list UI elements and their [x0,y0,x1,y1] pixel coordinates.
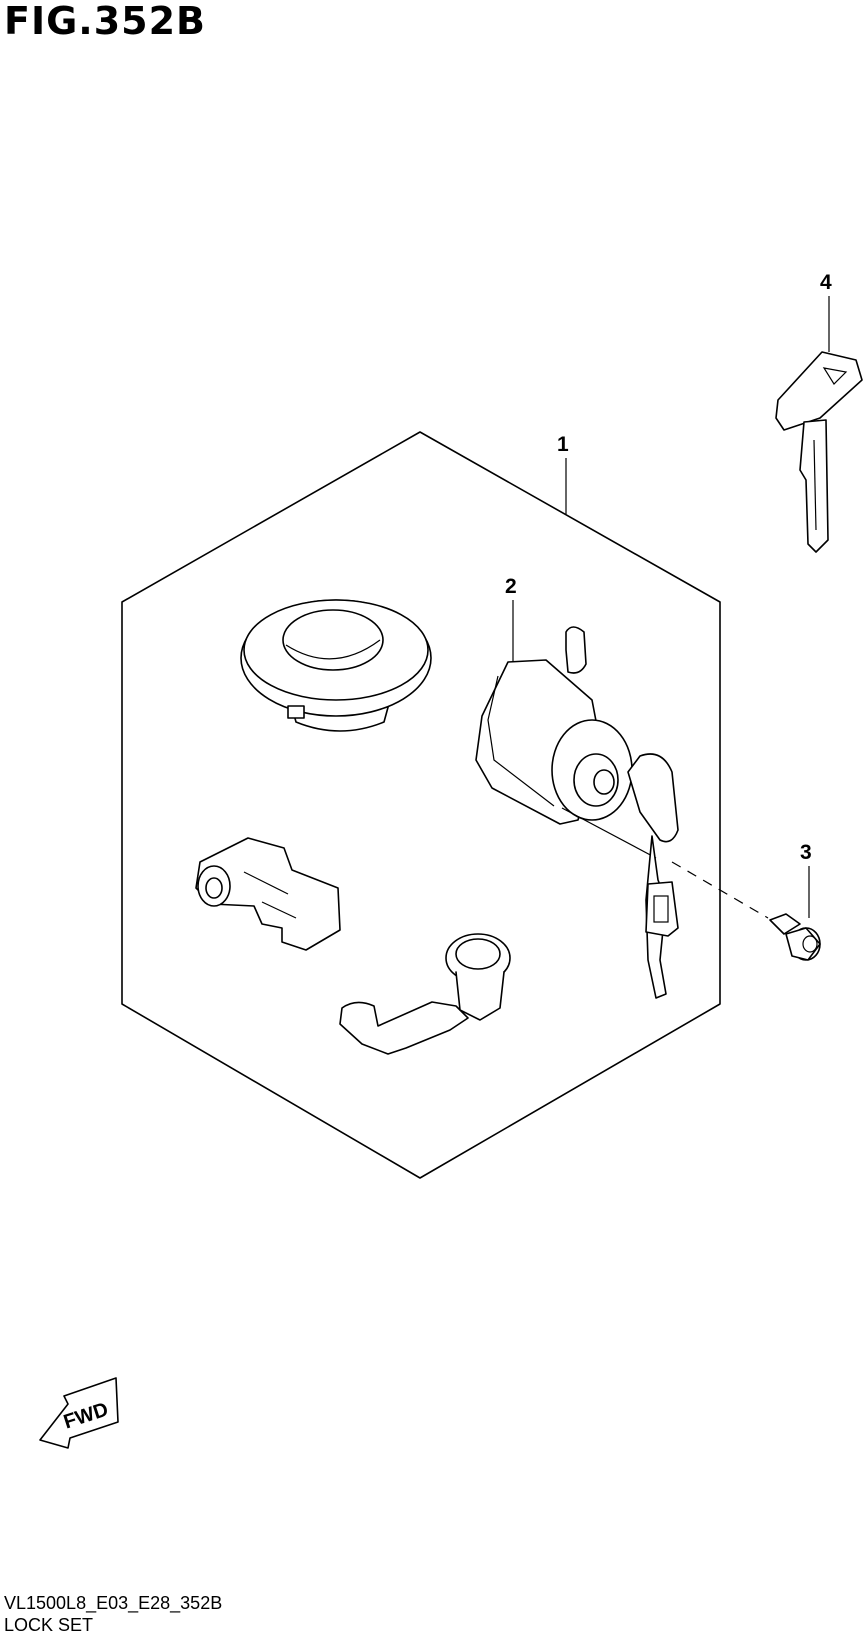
latch-part [195,837,341,951]
cap-part [240,599,432,732]
fwd-arrow: FWD [39,1377,119,1449]
footer-name: LOCK SET [4,1615,94,1635]
callout-1: 1 [557,433,569,456]
hook-lock-part [339,933,511,1055]
callout-2: 2 [505,575,517,598]
footer-code: VL1500L8_E03_E28_352B [4,1593,223,1613]
seat-lock-part [475,626,679,999]
figure-title: FIG.352B [4,0,207,43]
leader-3-dashed [671,861,769,919]
kit-outline-hexagon [121,431,721,1179]
callout-4: 4 [820,271,832,294]
callout-3: 3 [800,841,812,864]
screw-part [769,913,821,961]
key-part [775,351,863,553]
